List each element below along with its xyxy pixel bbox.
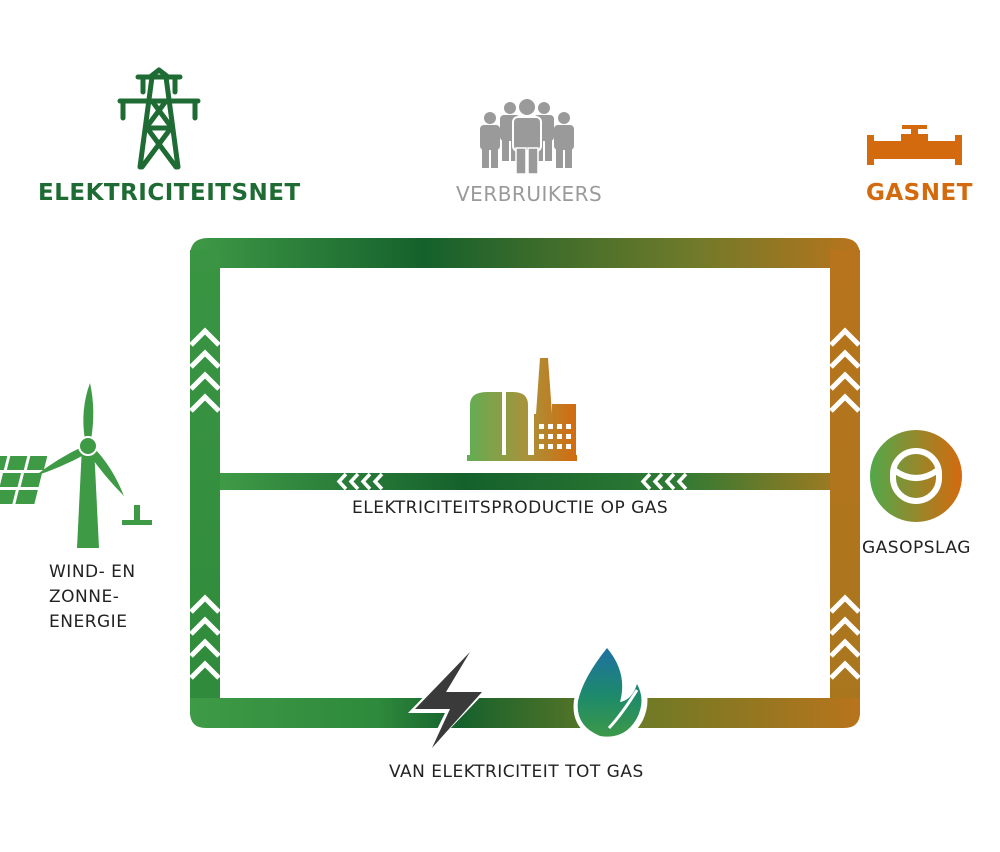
renewables-label-line-1: WIND- EN <box>49 562 136 582</box>
electricity-grid-label: ELEKTRICITEITSNET <box>38 180 301 206</box>
gas-storage-icon <box>870 430 962 522</box>
power-to-gas-label: VAN ELEKTRICITEIT TOT GAS <box>389 762 644 782</box>
gas-pipe-icon <box>867 125 962 165</box>
left-band-chevrons <box>189 327 221 680</box>
gas-power-plant-label: ELEKTRICITEITSPRODUCTIE OP GAS <box>352 498 669 518</box>
right-band-chevrons <box>829 327 861 680</box>
bottom-flow-band <box>190 698 860 728</box>
consumers-label: VERBRUIKERS <box>456 182 603 206</box>
renewables-label: WIND- EN ZONNE- ENERGIE <box>49 560 136 635</box>
top-flow-band-fill <box>190 238 860 268</box>
flame-icon <box>573 641 648 742</box>
middle-band-chevrons <box>336 472 688 491</box>
power-plant-icon <box>467 358 577 461</box>
gas-grid-label: GASNET <box>866 180 973 206</box>
middle-flow-band <box>220 473 830 490</box>
lightning-icon <box>408 647 488 756</box>
renewables-label-line-3: ENERGIE <box>49 612 128 632</box>
renewables-label-line-2: ZONNE- <box>49 587 120 607</box>
wind-solar-icon <box>0 383 152 548</box>
gas-storage-label: GASOPSLAG <box>862 538 971 558</box>
people-icon <box>480 97 574 175</box>
flow-loop <box>190 238 860 728</box>
power-pylon-icon <box>117 67 201 170</box>
